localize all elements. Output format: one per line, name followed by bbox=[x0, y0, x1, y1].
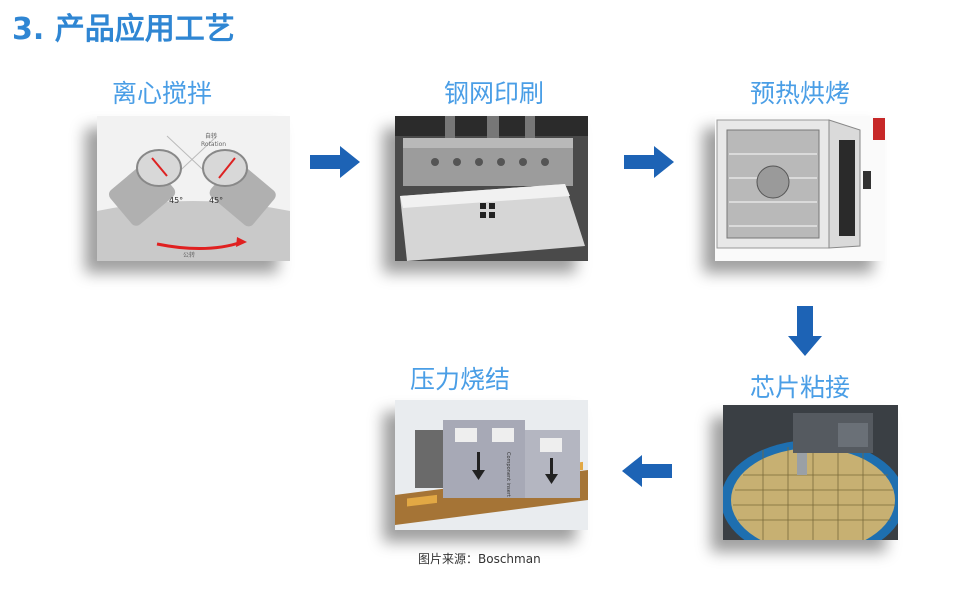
step-label-mixing: 离心搅拌 bbox=[112, 79, 213, 108]
rotation-cn-label: 自转 bbox=[205, 132, 217, 140]
step-label-sintering: 压力烧结 bbox=[410, 365, 511, 394]
page-title: 3. 产品应用工艺 bbox=[12, 12, 235, 47]
oven-photo bbox=[715, 116, 885, 261]
arrow-right-icon bbox=[624, 146, 674, 178]
revolution-label: 公转 bbox=[183, 251, 195, 259]
angle-label-left: 45° bbox=[169, 196, 183, 205]
printing-photo bbox=[395, 116, 588, 261]
arrow-right-icon bbox=[310, 146, 360, 178]
sintering-photo: Component insert bbox=[395, 400, 588, 530]
mixing-photo: 45° 45° 自转 Rotation 公转 bbox=[97, 116, 290, 261]
step-label-printing: 钢网印刷 bbox=[444, 79, 545, 108]
arrow-down-icon bbox=[788, 306, 822, 356]
rotation-en-label: Rotation bbox=[201, 141, 226, 148]
component-insert-label: Component insert bbox=[505, 452, 511, 497]
die-attach-photo bbox=[723, 405, 898, 540]
angle-label-right: 45° bbox=[209, 196, 223, 205]
image-credit: 图片来源：Boschman bbox=[418, 552, 541, 566]
step-label-die-attach: 芯片粘接 bbox=[750, 373, 851, 402]
arrow-left-icon bbox=[622, 455, 672, 487]
step-label-baking: 预热烘烤 bbox=[750, 79, 851, 108]
